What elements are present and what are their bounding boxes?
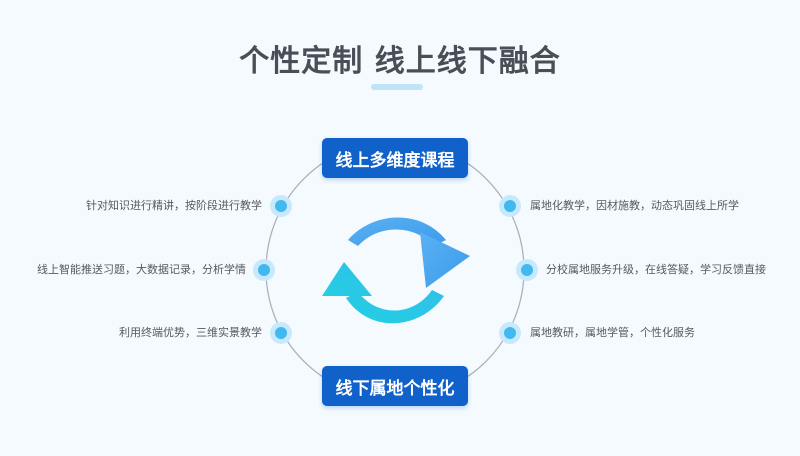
outer-ring: [265, 140, 525, 400]
arrow-top: [348, 217, 446, 246]
right-item-1: 属地化教学，因材施教，动态巩固线上所学: [530, 199, 739, 212]
left-item-1: 针对知识进行精讲，按阶段进行教学: [86, 199, 262, 212]
right-dot-1: [499, 195, 521, 217]
right-item-3: 属地教研，属地学管，个性化服务: [530, 326, 695, 339]
online-course-badge: 线上多维度课程: [322, 138, 468, 178]
arrow-top-head: [420, 232, 470, 288]
right-dot-3: [499, 322, 521, 344]
offline-local-badge: 线下属地个性化: [322, 366, 468, 406]
left-dot-1: [270, 195, 292, 217]
right-item-2: 分校属地服务升级，在线答疑，学习反馈直接: [546, 263, 766, 276]
left-item-2: 线上智能推送习题，大数据记录，分析学情: [37, 263, 246, 276]
arrow-bottom-head: [322, 262, 372, 296]
left-dot-2: [253, 259, 275, 281]
page-title: 个性定制 线上线下融合: [239, 44, 561, 79]
left-item-3: 利用终端优势，三维实景教学: [119, 326, 262, 339]
cycle-arrows-icon: [322, 217, 470, 324]
title-underline: [371, 84, 423, 90]
arrow-bottom: [346, 290, 444, 324]
right-dot-2: [516, 259, 538, 281]
left-dot-3: [270, 322, 292, 344]
